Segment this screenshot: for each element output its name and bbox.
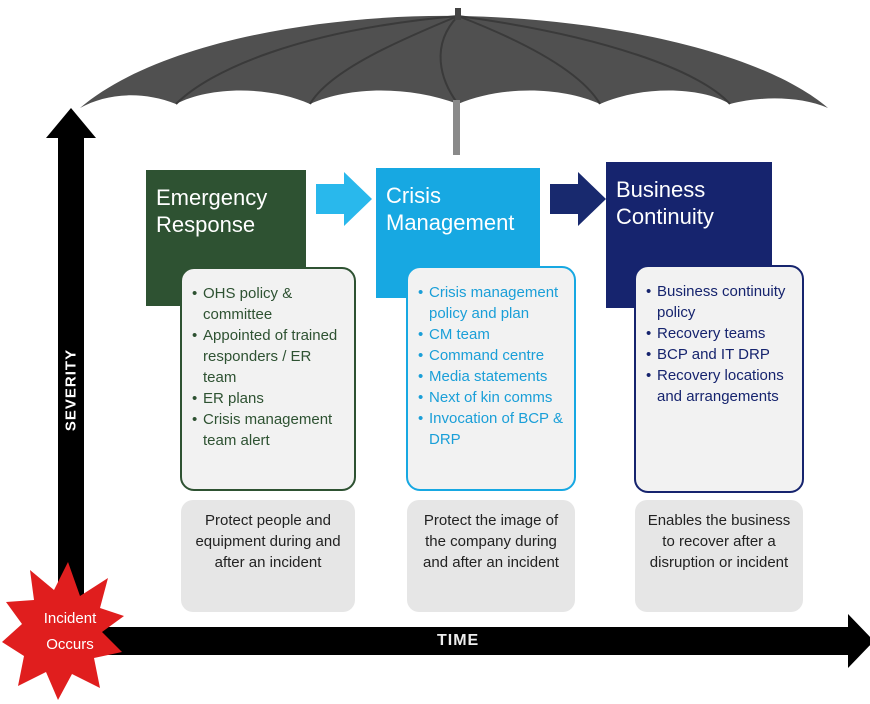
time-axis [70,614,870,668]
umbrella-icon [80,8,828,155]
list-item: Media statements [418,366,566,387]
burst-icon [2,562,124,700]
list-item: ER plans [192,388,346,409]
phase-title-line-1: Crisis [386,183,441,208]
phase-details-emergency-response: OHS policy & committee Appointed of trai… [180,267,356,491]
phase-title-line-2: Continuity [616,204,714,229]
phase-item-list: Crisis management policy and plan CM tea… [418,282,566,450]
phase-title-line-1: Business [616,177,706,202]
list-item: Recovery locations and arrangements [646,365,794,407]
incident-label: Incident Occurs [22,606,118,658]
incident-line-1: Incident [43,610,97,627]
list-item: CM team [418,324,566,345]
severity-axis-label: SEVERITY [62,348,80,432]
arrow-right-icon [550,172,606,226]
phase-details-crisis-management: Crisis management policy and plan CM tea… [406,266,576,491]
phase-title-line-2: Response [156,212,256,237]
incident-line-2: Occurs [46,636,94,653]
list-item: Business continuity policy [646,281,794,323]
list-item: Invocation of BCP & DRP [418,408,566,450]
phase-title-line-1: Emergency [156,185,268,210]
list-item: Appointed of trained responders / ER tea… [192,325,346,388]
list-item: BCP and IT DRP [646,344,794,365]
list-item: OHS policy & committee [192,283,346,325]
list-item: Next of kin comms [418,387,566,408]
list-item: Crisis management policy and plan [418,282,566,324]
phase-outcome-business-continuity: Enables the business to recover after a … [635,500,803,612]
list-item: Crisis management team alert [192,409,346,451]
phase-outcome-emergency-response: Protect people and equipment during and … [181,500,355,612]
phase-item-list: OHS policy & committee Appointed of trai… [192,283,346,451]
list-item: Command centre [418,345,566,366]
phase-outcome-crisis-management: Protect the image of the company during … [407,500,575,612]
phase-item-list: Business continuity policy Recovery team… [646,281,794,407]
arrow-right-icon [316,172,372,226]
phase-details-business-continuity: Business continuity policy Recovery team… [634,265,804,493]
phase-title-line-2: Management [386,210,515,235]
list-item: Recovery teams [646,323,794,344]
severity-axis [46,108,96,644]
time-axis-label: TIME [437,632,480,649]
